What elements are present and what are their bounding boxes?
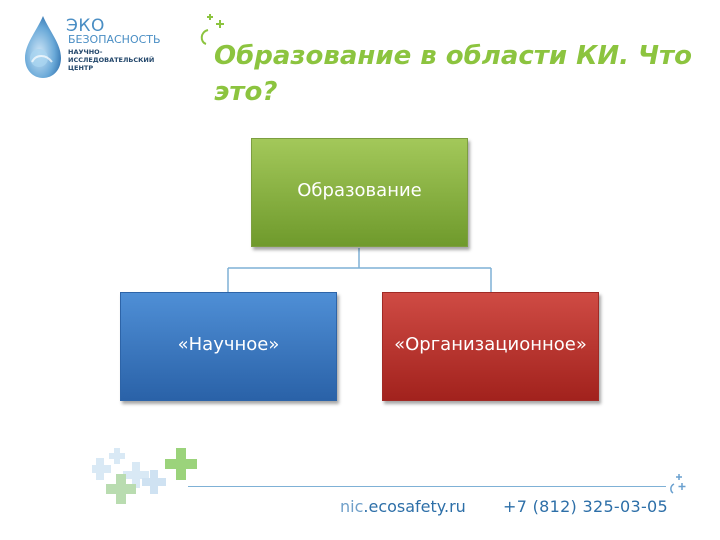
- website-prefix: nic: [340, 497, 364, 516]
- footer-sparkle-icon: [670, 474, 686, 494]
- logo-safety-text: БЕЗОПАСНОСТЬ: [68, 33, 161, 46]
- diagram-child-node-scientific: «Научное»: [120, 292, 337, 401]
- water-drop-icon: [25, 16, 61, 78]
- plus-pattern-decoration-icon: [92, 448, 197, 504]
- root-node-label: Образование: [297, 180, 422, 201]
- footer-phone: +7 (812) 325-03-05: [503, 497, 668, 516]
- diagram-root-node: Образование: [251, 138, 468, 247]
- sparkle-decoration-icon: [200, 14, 224, 45]
- logo: ЭКО БЕЗОПАСНОСТЬ НАУЧНО- ИССЛЕДОВАТЕЛЬСК…: [22, 14, 172, 84]
- logo-center-text: НАУЧНО- ИССЛЕДОВАТЕЛЬСКИЙ ЦЕНТР: [68, 48, 155, 72]
- logo-eko-text: ЭКО: [66, 16, 105, 36]
- child-node-label-organizational: «Организационное»: [394, 334, 587, 355]
- footer-website-link[interactable]: nic.ecosafety.ru: [340, 497, 466, 516]
- footer-divider: [188, 486, 666, 487]
- website-domain: .ecosafety.ru: [363, 497, 466, 516]
- child-node-label-scientific: «Научное»: [177, 334, 280, 355]
- slide-title: Образование в области КИ. Что это?: [214, 41, 692, 107]
- diagram-child-node-organizational: «Организационное»: [382, 292, 599, 401]
